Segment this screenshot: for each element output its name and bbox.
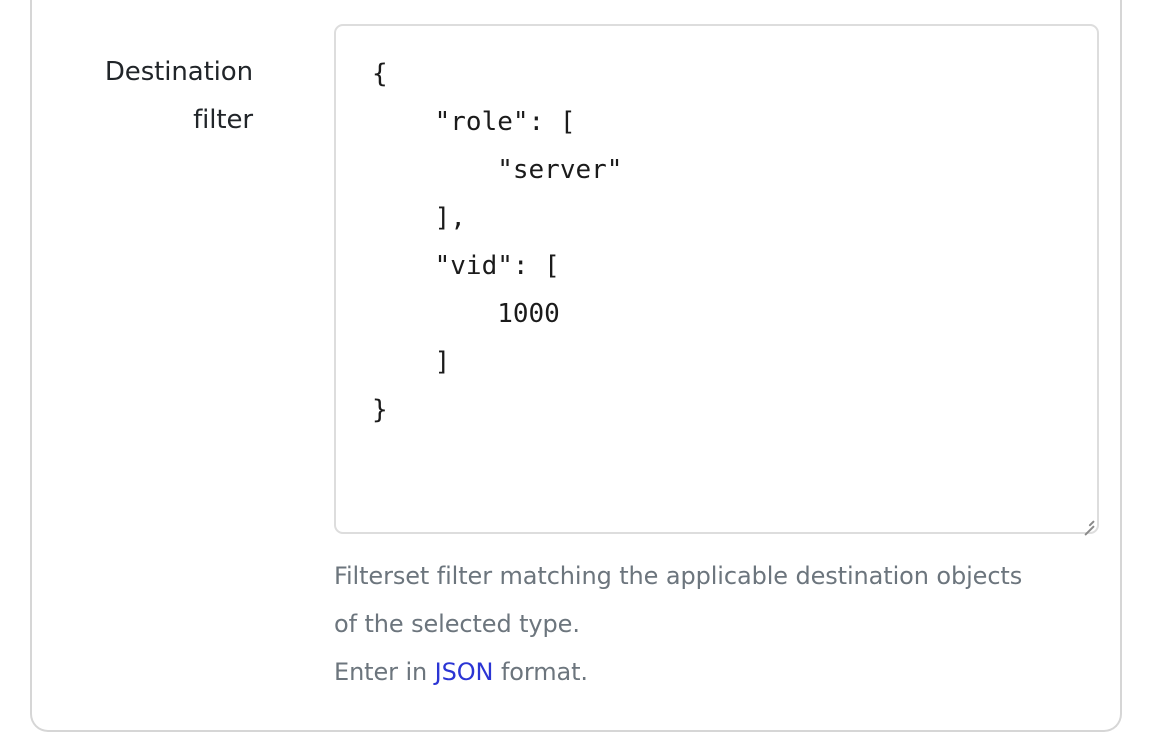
help-text-line-3-prefix: Enter in bbox=[334, 658, 435, 686]
json-format-link[interactable]: JSON bbox=[434, 658, 494, 686]
help-text-line-3: Enter in JSON format. bbox=[334, 648, 1090, 696]
destination-filter-help-text: Filterset filter matching the applicable… bbox=[334, 552, 1090, 696]
help-text-line-1: Filterset filter matching the applicable… bbox=[334, 562, 1023, 590]
destination-filter-input-wrapper[interactable] bbox=[334, 24, 1099, 536]
destination-filter-label: Destination filter bbox=[104, 57, 253, 135]
help-text-line-3-suffix: format. bbox=[493, 658, 588, 686]
help-text-line-2: of the selected type. bbox=[334, 610, 580, 638]
destination-filter-textarea[interactable] bbox=[334, 24, 1099, 534]
